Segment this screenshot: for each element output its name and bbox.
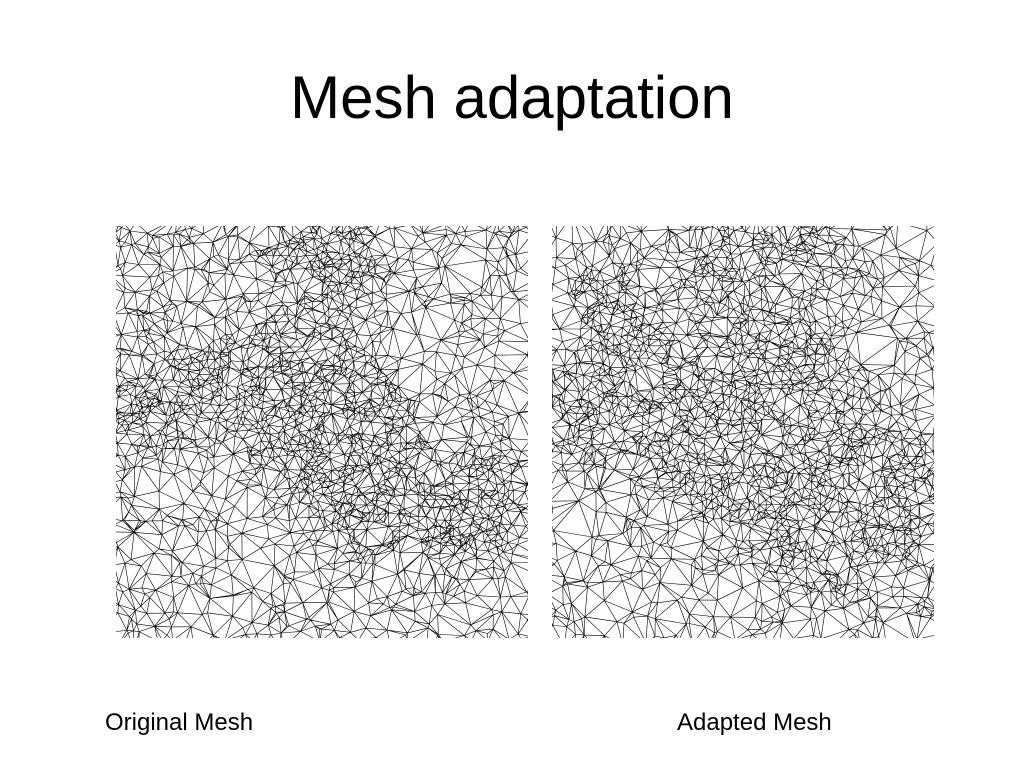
original-mesh-drawing [116, 226, 528, 638]
mesh-edges [552, 226, 934, 638]
original-mesh-figure [116, 226, 528, 638]
mesh-edges [116, 226, 528, 638]
original-mesh-caption: Original Mesh [105, 709, 254, 736]
adapted-mesh-figure [552, 226, 934, 638]
adapted-mesh-drawing [552, 226, 934, 638]
adapted-mesh-caption: Adapted Mesh [677, 709, 832, 736]
slide-title: Mesh adaptation [290, 64, 734, 131]
